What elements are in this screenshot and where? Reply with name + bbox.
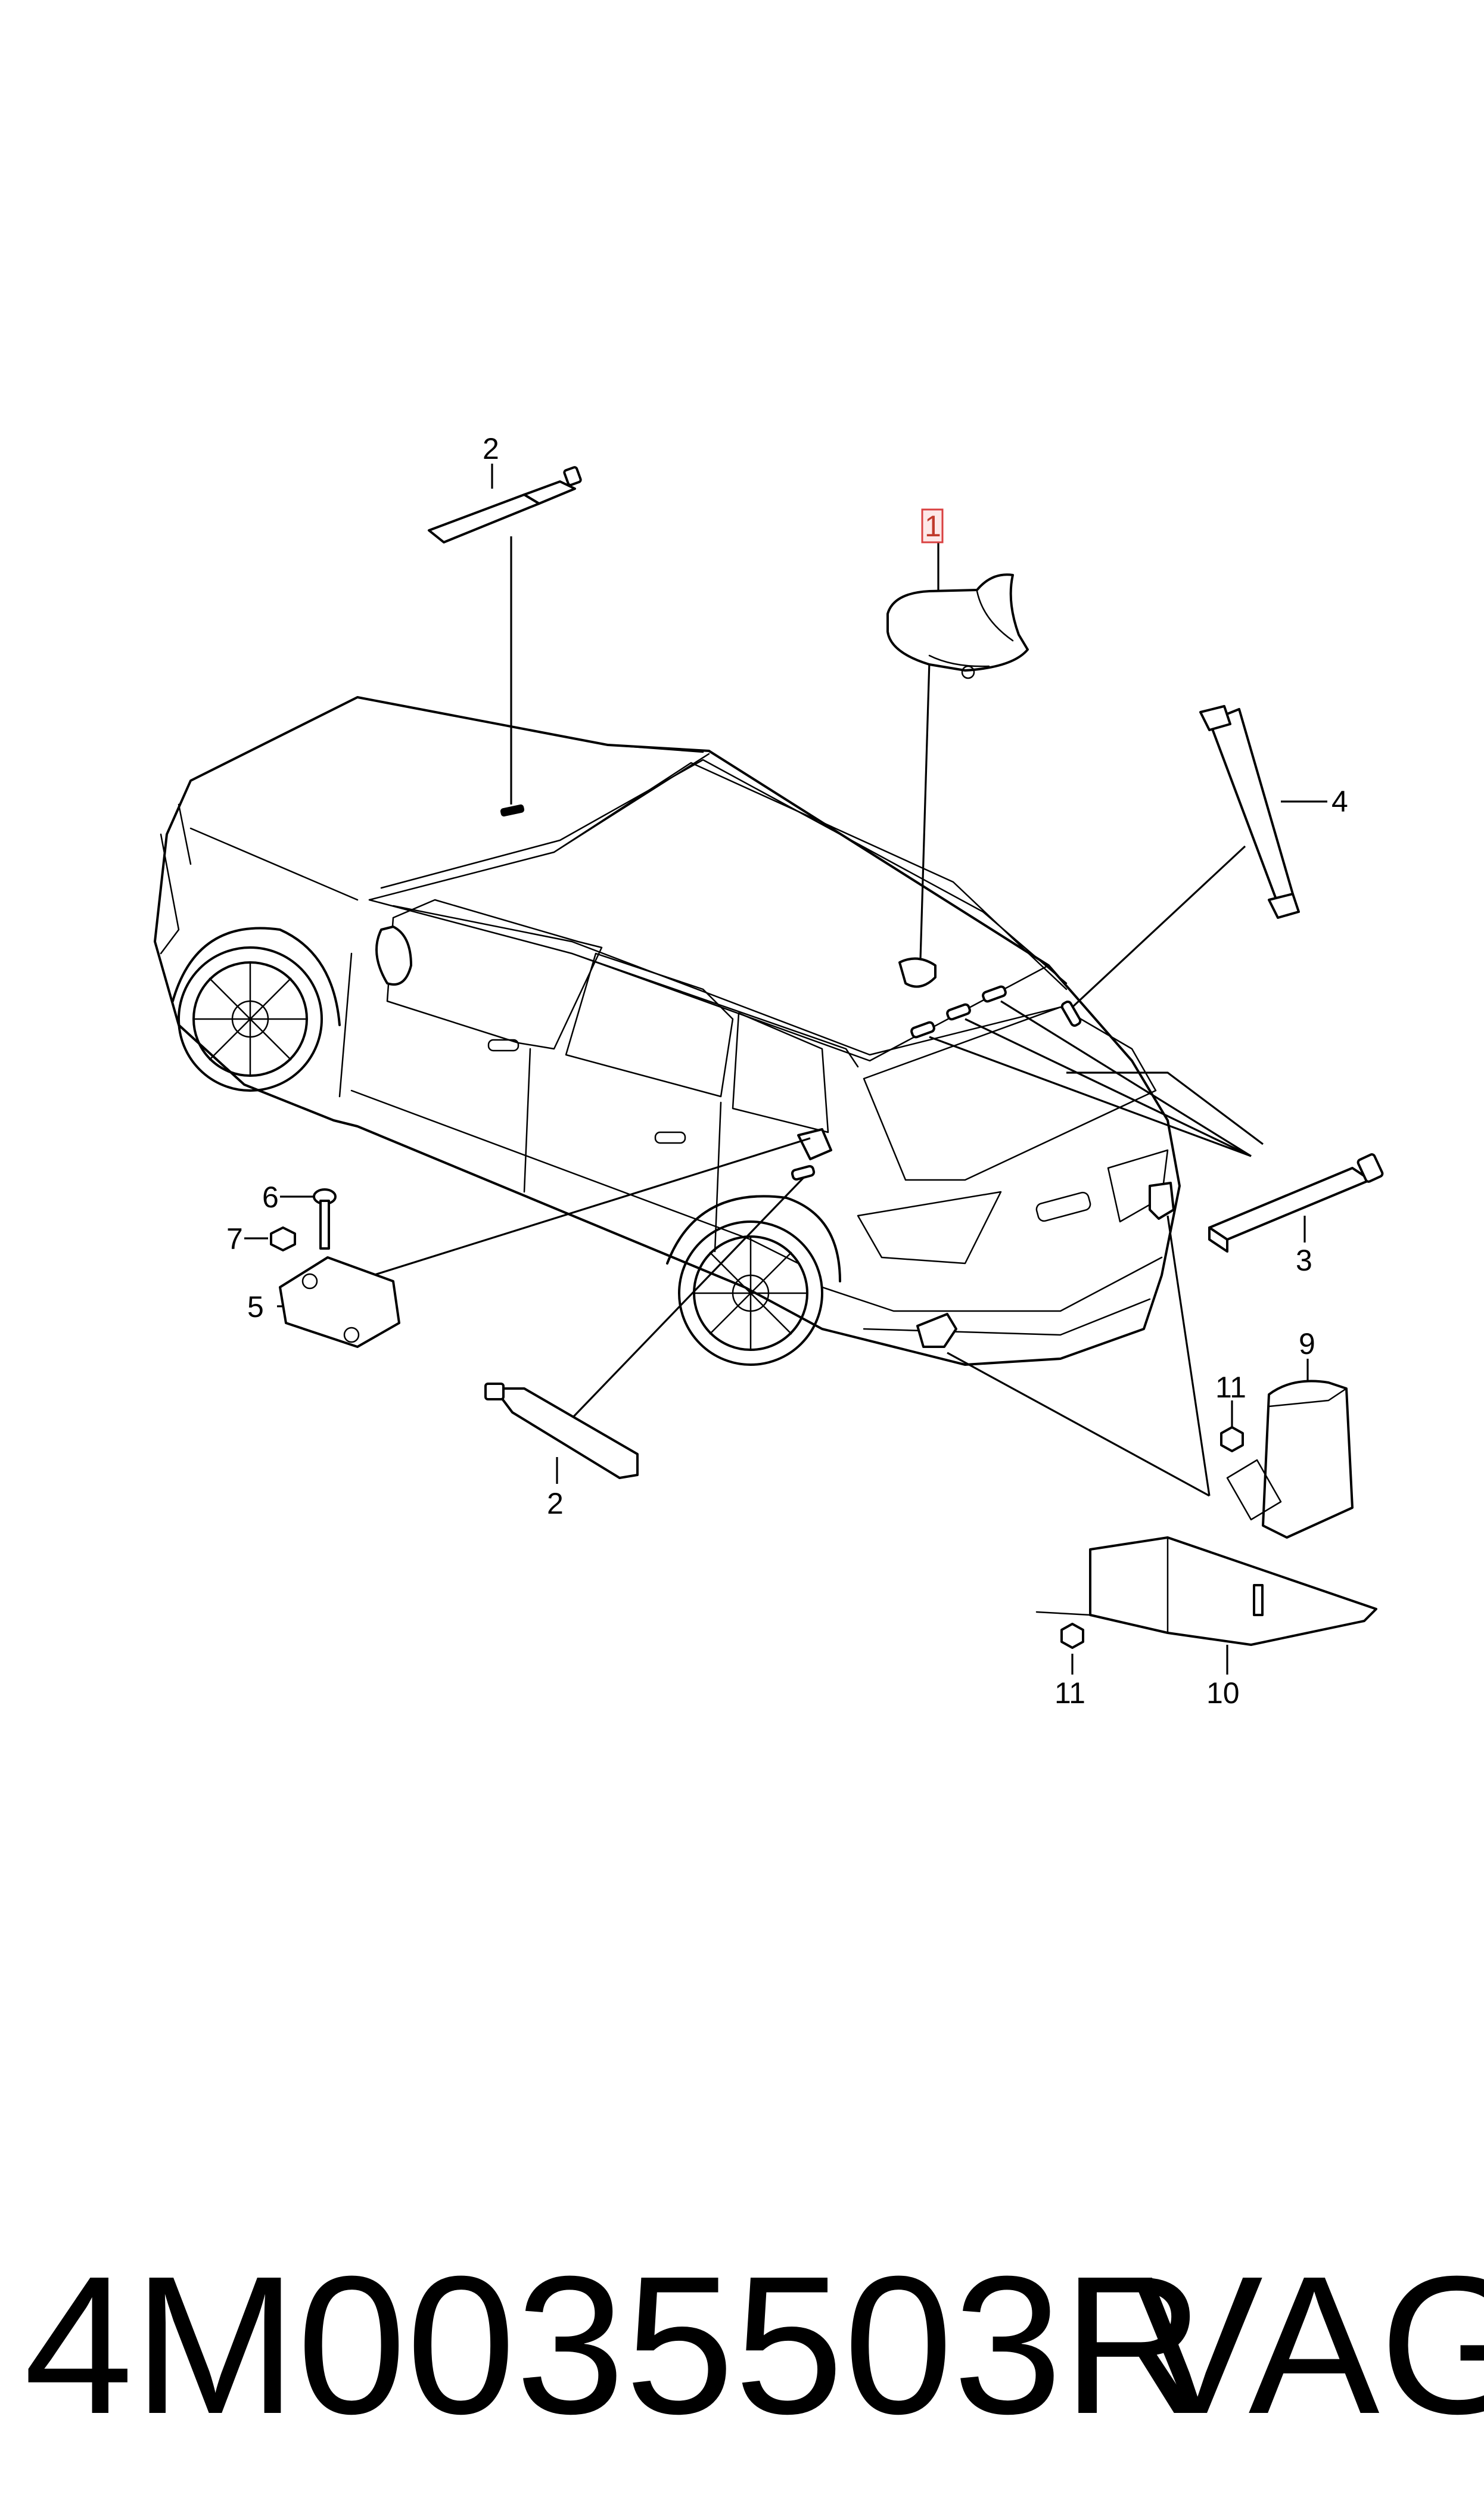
- part-2-antenna-strip-upper: [428, 466, 582, 543]
- vehicle-illustration: [154, 696, 1181, 1366]
- part-10-mounting-plate: [1035, 1459, 1377, 1646]
- callout-2-upper: 2: [483, 432, 499, 465]
- rear-wheel: [678, 1220, 823, 1366]
- part-2-antenna-strip-lower: [484, 1383, 639, 1479]
- callout-4: 4: [1331, 785, 1348, 818]
- part-4-antenna-module: [1199, 705, 1300, 919]
- callout-1-highlight-box: [921, 508, 944, 543]
- leader-lines: [244, 464, 1327, 1675]
- front-wheel: [178, 946, 323, 1092]
- callout-2-lower: 2: [547, 1487, 564, 1520]
- callouts: 1 2 2 3 4 5 6 7 9 10 11 11: [226, 432, 1348, 1710]
- callout-6: 6: [262, 1181, 279, 1214]
- callout-9: 9: [1299, 1327, 1315, 1361]
- part-7-nut: [270, 1226, 296, 1251]
- part-5-bracket: [279, 1256, 400, 1348]
- callout-1: 1: [925, 510, 941, 543]
- callout-5: 5: [247, 1290, 264, 1324]
- part-9-control-unit: [1262, 1380, 1354, 1539]
- callout-7: 7: [226, 1222, 243, 1256]
- callout-11-upper: 11: [1215, 1371, 1246, 1404]
- brand-label: VAG: [1132, 2235, 1484, 2455]
- part-number-label: 4M0035503R: [24, 2235, 1205, 2455]
- part-1-roof-antenna: [886, 573, 1029, 679]
- part-11-nut-lower: [1060, 1623, 1084, 1649]
- part-11-nut-upper: [1220, 1426, 1244, 1452]
- callout-3: 3: [1296, 1244, 1312, 1277]
- mount-markers: [500, 804, 1175, 1348]
- callout-11-lower: 11: [1054, 1676, 1085, 1710]
- part-6-screw: [313, 1188, 337, 1250]
- part-3-antenna-amplifier: [1208, 1153, 1384, 1253]
- callout-10: 10: [1206, 1676, 1240, 1710]
